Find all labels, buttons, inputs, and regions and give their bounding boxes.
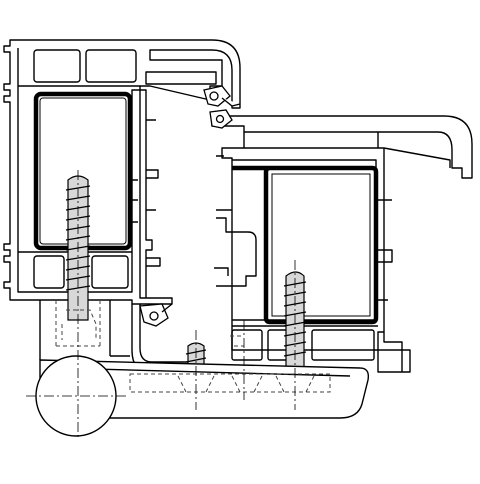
frame-bottom-chamber-1 — [33, 255, 65, 289]
center-lines — [26, 170, 296, 438]
frame-inner-wall — [17, 48, 140, 293]
sash-bottom-chamber-3 — [311, 329, 375, 361]
gasket-top — [203, 85, 241, 107]
sash-left-ribs — [214, 155, 229, 276]
frame-right-wall — [140, 89, 153, 298]
gasket-top-right — [209, 109, 233, 129]
gasket-bottom — [139, 303, 173, 327]
frame-right-ribs — [146, 119, 161, 267]
sash-bottom-chamber-1 — [231, 329, 263, 361]
hidden-countersinks — [177, 375, 315, 393]
hinge-housing-lines — [39, 300, 130, 360]
frame-outer-contour — [3, 39, 241, 305]
sash-steel-reinforcement — [232, 165, 379, 325]
hidden-plate-channel — [129, 373, 331, 393]
sash-steel-inner — [271, 173, 371, 317]
frame-top-chamber-1 — [33, 49, 81, 83]
frame-lower-lip-inner — [139, 304, 188, 363]
frame-top-chamber-2 — [85, 49, 137, 83]
sash-left-groove — [216, 209, 257, 287]
hidden-detail — [230, 335, 244, 347]
frame-top-chamber-3 — [145, 71, 217, 85]
sash-outer-contour — [211, 115, 473, 179]
sash-steel-outer — [232, 165, 379, 325]
frame-bottom-chamber-2 — [91, 255, 129, 289]
rubber-seal-gaskets — [139, 85, 241, 327]
sash-right-wall — [383, 148, 403, 372]
sash-diagonal — [383, 147, 451, 168]
